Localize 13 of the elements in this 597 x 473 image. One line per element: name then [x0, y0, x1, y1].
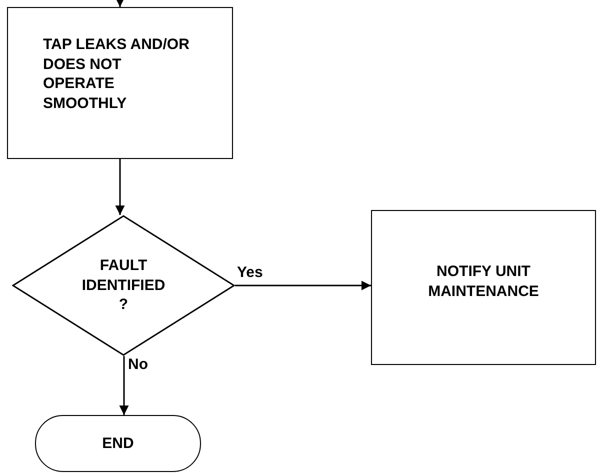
edge-label: No: [127, 357, 149, 372]
arrow: [235, 280, 371, 290]
node-text: END: [102, 434, 134, 454]
decision-diamond: [12, 215, 235, 356]
node-text: TAP LEAKS AND/OR DOES NOT OPERATE SMOOTHLY: [43, 35, 190, 113]
process-box: [371, 210, 596, 365]
node-text: FAULT IDENTIFIED ?: [80, 256, 166, 315]
arrow: [115, 0, 125, 7]
node-text: NOTIFY UNIT MAINTENANCE: [427, 262, 540, 301]
process-box: [7, 7, 233, 159]
arrow: [119, 356, 129, 415]
arrow: [115, 159, 125, 215]
edge-label: Yes: [236, 264, 264, 280]
